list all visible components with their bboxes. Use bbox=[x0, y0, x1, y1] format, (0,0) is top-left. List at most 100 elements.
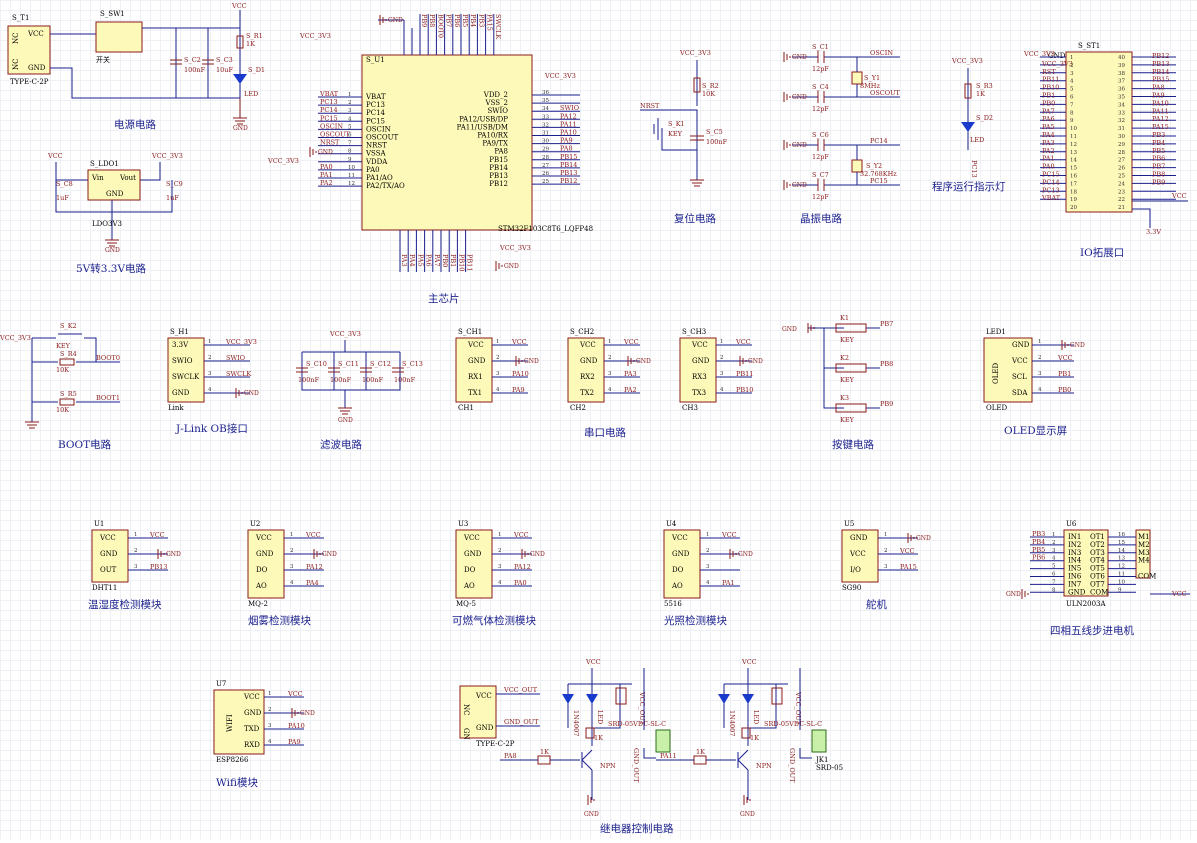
module-net: PA1 bbox=[722, 579, 735, 587]
mcu-top-net: PB8 bbox=[428, 14, 436, 27]
key-switch bbox=[835, 403, 867, 413]
mcu-right-pin-name: PB13 bbox=[489, 172, 508, 180]
filter-cap-value: 100nF bbox=[298, 376, 320, 384]
wifi-net: PA9 bbox=[288, 738, 301, 746]
mcu-gnd-top bbox=[379, 15, 387, 25]
stepper-ref: U6 bbox=[1066, 520, 1077, 528]
io-right-net: PB8 bbox=[1152, 171, 1165, 179]
uart-name: CH1 bbox=[458, 404, 474, 412]
io-right-pin: 40 bbox=[1118, 55, 1125, 61]
io-right-pin: 24 bbox=[1118, 181, 1125, 187]
io-right-net: PB7 bbox=[1152, 163, 1165, 171]
key-net: PB7 bbox=[880, 320, 893, 328]
gnd-label: GND bbox=[318, 149, 333, 156]
mcu-vcc33-left: VCC_3V3 bbox=[267, 157, 299, 165]
boot-circuit: VCC_3V3 S_K2 KEY S_R4 10K S_R5 10K BOOT0… bbox=[0, 322, 120, 451]
relay-coil-label: SRD-05VDC-SL-C bbox=[764, 720, 822, 728]
uart-pin-name: VCC bbox=[467, 341, 484, 349]
wifi-tag: WIFI bbox=[226, 714, 234, 732]
sw1-ref: S_SW1 bbox=[100, 10, 125, 18]
crystal-cap-ref: S_C6 bbox=[812, 131, 829, 139]
module-pin-name: DO bbox=[672, 566, 684, 574]
io-left-net: VCC_3V3 bbox=[1041, 60, 1073, 68]
relay-resistor bbox=[741, 727, 751, 739]
oled-pin-num: 3 bbox=[1038, 371, 1042, 377]
relay-coil bbox=[771, 687, 783, 705]
relay-usb-connector bbox=[459, 685, 497, 739]
io-left-pin: 15 bbox=[1070, 166, 1077, 172]
wifi-pin-name: GND bbox=[244, 709, 262, 717]
io-left-pin: 17 bbox=[1070, 181, 1077, 187]
mcu-bottom-net: PB11 bbox=[466, 254, 474, 271]
mcu-left-pin-name: VBAT bbox=[365, 93, 386, 101]
gnd-label: GND bbox=[792, 142, 807, 149]
module-pin-name: GND bbox=[256, 550, 274, 558]
module-pin-num: 1 bbox=[134, 532, 138, 538]
mcu-vcc33-right: VCC_3V3 bbox=[544, 72, 576, 80]
uln-in-pin: IN4 bbox=[1068, 557, 1082, 565]
r3-value: 1K bbox=[976, 90, 985, 98]
uln-out-pin: OT1 bbox=[1090, 533, 1105, 541]
mcu-bottom-net: PA6 bbox=[425, 254, 433, 267]
uln-in-pin: IN3 bbox=[1068, 549, 1081, 557]
ldo-ref: S_LDO1 bbox=[90, 160, 119, 168]
module-pin-num: 2 bbox=[884, 548, 888, 554]
relay-coil bbox=[615, 687, 627, 705]
y2-value: 32.768KHz bbox=[860, 170, 897, 178]
gnd-label: GND bbox=[504, 263, 519, 270]
uart-pin-num: 3 bbox=[608, 371, 612, 377]
relay-jk1-ref: JK1 bbox=[815, 756, 829, 764]
crystal-net: PC14 bbox=[870, 137, 888, 145]
reset-circuit: VCC_3V3 S_R2 10K NRST S_K1 KEY S_C5 100n… bbox=[640, 49, 728, 225]
io-right-net: PB3 bbox=[1152, 131, 1165, 139]
key-switch bbox=[835, 323, 867, 333]
module-pin-num: 4 bbox=[706, 580, 710, 586]
io-right-pin: 35 bbox=[1118, 95, 1125, 101]
gnd-label: GND bbox=[792, 54, 807, 61]
y2-ref: S_Y2 bbox=[866, 162, 882, 170]
relay-diode-icon bbox=[718, 694, 730, 704]
io-right-pin: 34 bbox=[1118, 102, 1125, 108]
uln-in-pin: GND bbox=[1068, 588, 1086, 596]
io-right-pin: 33 bbox=[1118, 110, 1125, 116]
d1-ref: S_D1 bbox=[248, 66, 265, 74]
jlink-pin-name: SWCLK bbox=[172, 373, 200, 381]
uart-pin-name: RX3 bbox=[692, 373, 707, 381]
module-name: MQ-2 bbox=[248, 600, 268, 608]
ldo-vcc-net: VCC bbox=[47, 152, 63, 160]
crystal-cap-ref: S_C7 bbox=[812, 171, 829, 179]
mcu-left-net: PC15 bbox=[320, 114, 338, 122]
caption-uart: 串口电路 bbox=[584, 426, 626, 439]
relay-led-icon bbox=[742, 694, 754, 704]
mcu-top-net: BOOT0 bbox=[436, 14, 444, 38]
io-left-net: PB0 bbox=[1042, 99, 1055, 107]
mcu-left-pin-num: 9 bbox=[348, 157, 352, 163]
ldo-gnd: GND bbox=[105, 247, 120, 254]
ldo-part: LDO3V3 bbox=[92, 220, 122, 228]
io-left-net: RST bbox=[1042, 68, 1056, 76]
io-right-pin: 37 bbox=[1118, 79, 1125, 85]
uln-in-num: 3 bbox=[1052, 548, 1056, 554]
mcu-right-net: PA9 bbox=[560, 137, 573, 145]
r3-ref: S_R3 bbox=[976, 82, 993, 90]
gnd-label: GND bbox=[738, 551, 753, 558]
filter-cap-ref: S_C10 bbox=[306, 360, 327, 368]
mcu-right-net: PA8 bbox=[560, 145, 573, 153]
caption-mq2: 烟雾检测模块 bbox=[248, 614, 311, 627]
gnd-label: GND bbox=[530, 551, 545, 558]
io-right-net: PB14 bbox=[1152, 68, 1169, 76]
mcu-left-pin-name: PC14 bbox=[366, 109, 386, 117]
io-left-net: PB11 bbox=[1042, 76, 1059, 84]
jlink-pin-num: 4 bbox=[208, 387, 212, 393]
oled-pin-name: SDA bbox=[1012, 389, 1028, 397]
io-left-pin: 18 bbox=[1070, 189, 1077, 195]
relay-conn-nc: NC bbox=[462, 704, 470, 715]
module-ref: U4 bbox=[666, 520, 677, 528]
oled-pin-name: SCL bbox=[1012, 373, 1027, 381]
mcu-right-pin-name: PA12/USB/DP bbox=[459, 115, 508, 123]
t1-type: TYPE-C-2P bbox=[10, 78, 49, 86]
relay-r-value: 1K bbox=[594, 734, 603, 742]
uart-vcc-net: VCC bbox=[735, 338, 751, 346]
t1-ref: S_T1 bbox=[12, 14, 29, 22]
